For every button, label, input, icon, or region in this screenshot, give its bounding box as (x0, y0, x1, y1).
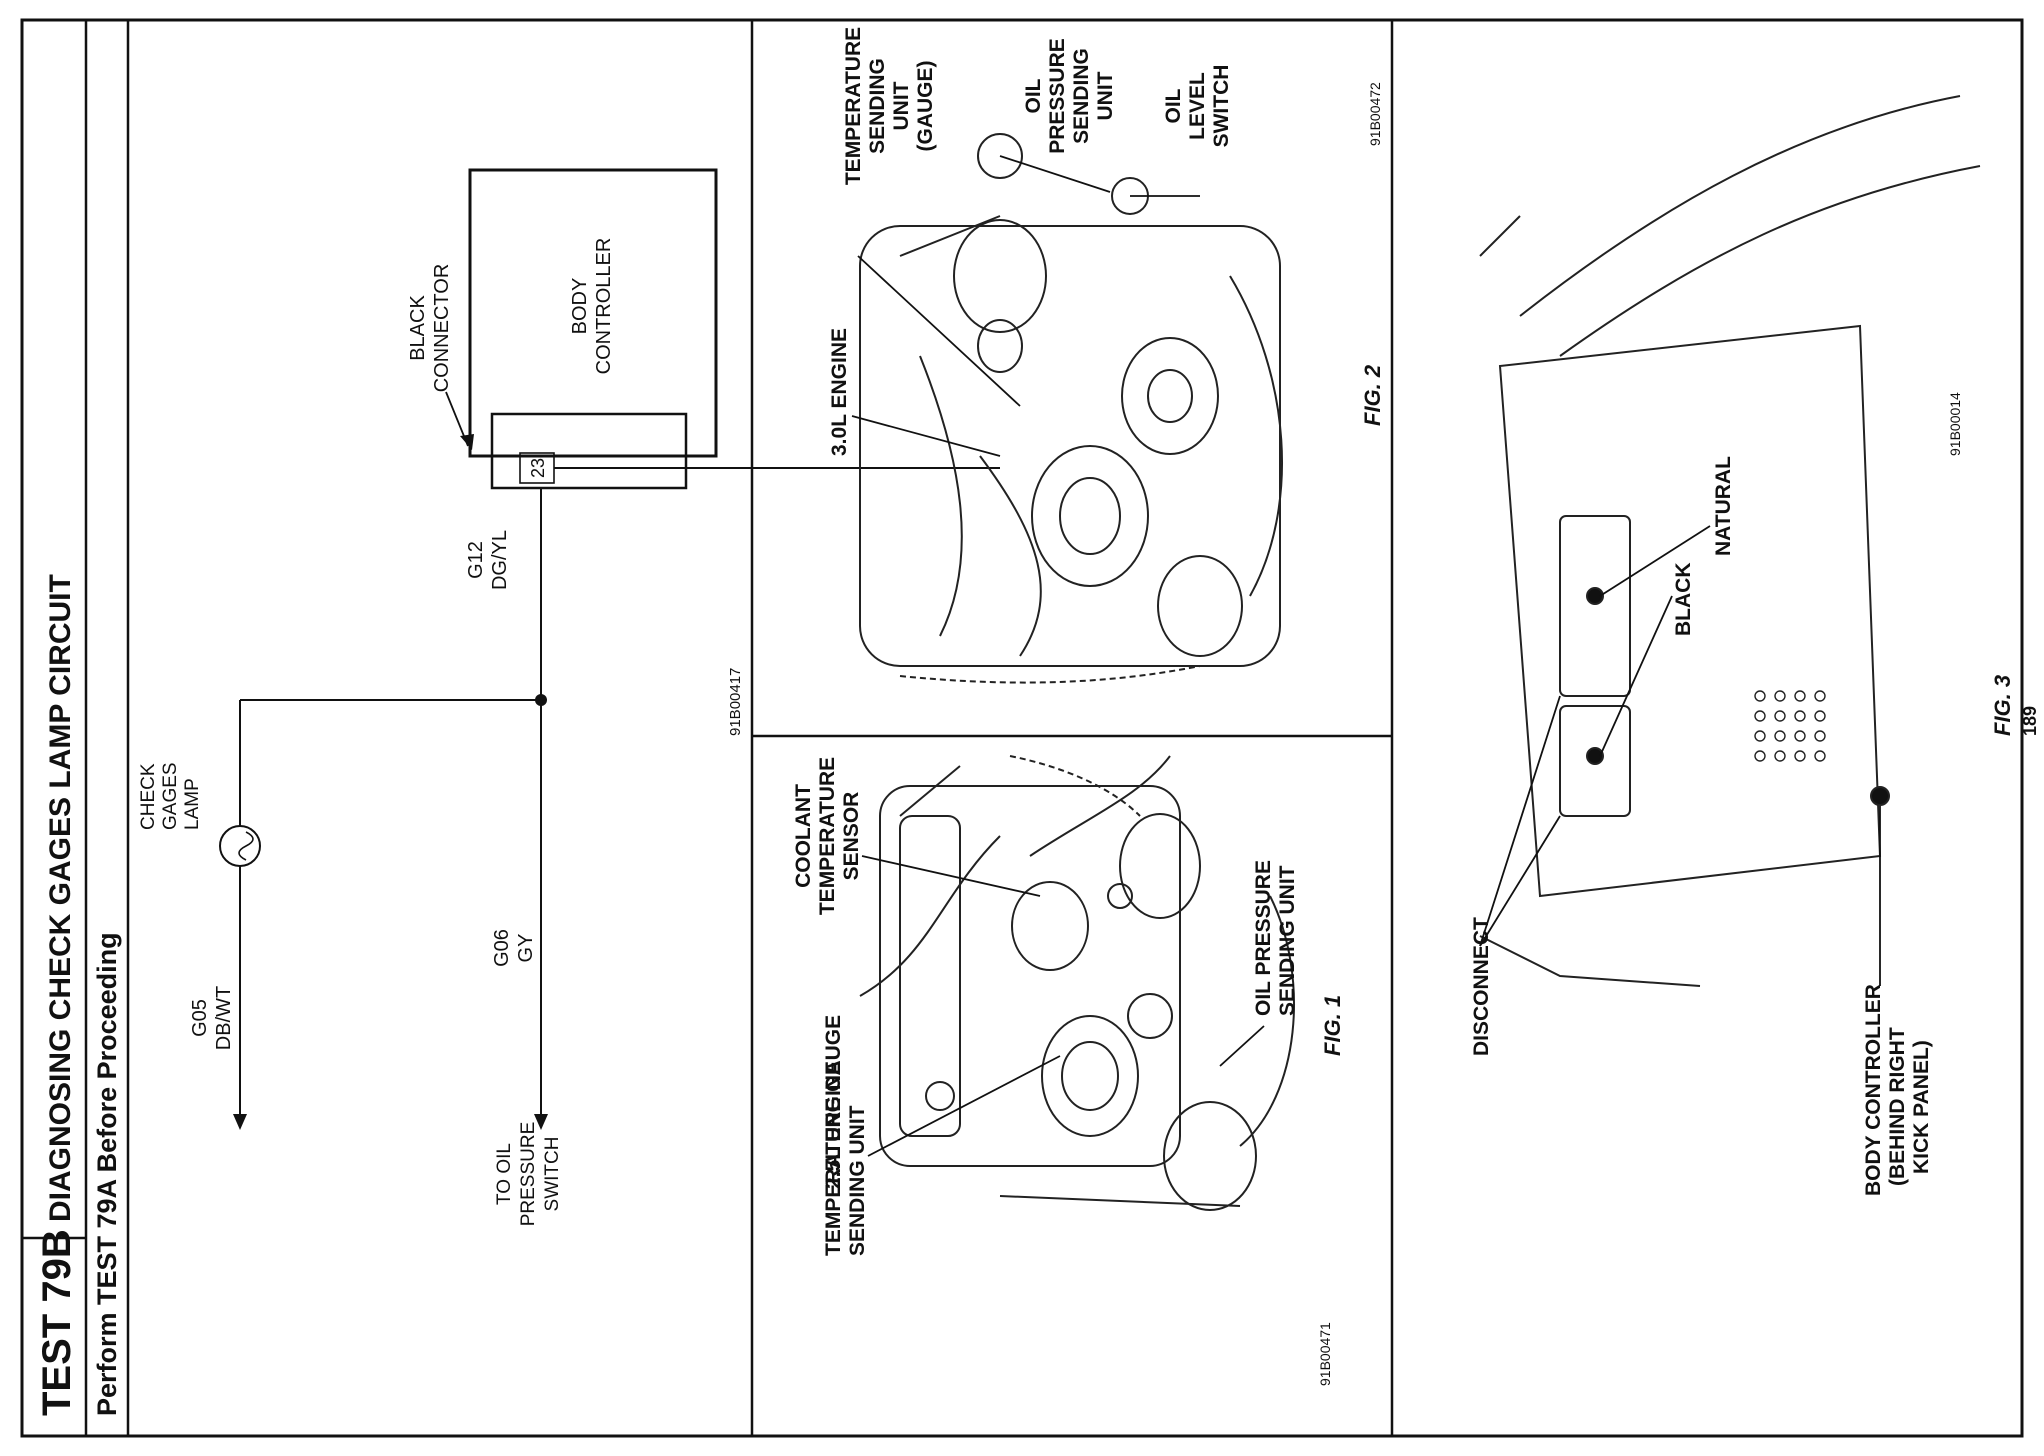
fig1-temp-leader (867, 1055, 1061, 1157)
page-border (20, 18, 2024, 1438)
fig2-oilp-line1: OIL (1022, 78, 1045, 113)
connector-label-line1: BLACK (407, 295, 429, 361)
lamp-label-line3: LAMP (182, 778, 203, 830)
body-controller-line2: CONTROLLER (593, 238, 615, 375)
fig3-natural-leader (1599, 525, 1711, 597)
fig2-oilp-leader (999, 155, 1111, 193)
fig1-coolant-line1: COOLANT (792, 784, 815, 888)
connector-label-line2: CONNECTOR (431, 264, 453, 393)
wire-g06-color: GY (515, 934, 537, 963)
body-controller-illustration (1479, 95, 1981, 987)
fig2-oillevel-line1: OIL (1162, 88, 1185, 123)
schematic: 23 BODY CONTROLLER BLACK CONNECTOR G12 D… (138, 168, 1000, 1227)
wire-g05-arrow (233, 1114, 247, 1130)
lamp-label-line1: CHECK (138, 763, 159, 830)
fig1-engine-label: 2.5L ENGINE (822, 1061, 845, 1189)
lamp-label-line2: GAGES (160, 762, 181, 830)
fig3-black-label: BLACK (1672, 563, 1695, 637)
fig3-disconnect-leader-1 (1479, 815, 1561, 947)
fig3-natural-label: NATURAL (1712, 456, 1735, 556)
fig2-temp-leader (857, 255, 1021, 407)
fig3-body-line3: KICK PANEL) (1910, 1040, 1933, 1174)
fig2-oillevel-line3: SWITCH (1210, 65, 1233, 148)
fig1-oil-pressure-line2: SENDING UNIT (1276, 865, 1299, 1016)
rotated-page: TEST 79B DIAGNOSING CHECK GAGES LAMP CIR… (20, 18, 2040, 1438)
fig2-oillevel-line2: LEVEL (1186, 72, 1209, 140)
fig1-coolant-line3: SENSOR (840, 792, 863, 881)
fig3-body-line2: (BEHIND RIGHT (1886, 1027, 1909, 1186)
fig3-disconnect-leader-2 (1479, 695, 1561, 947)
fig3-body-line1: BODY CONTROLLER (1862, 984, 1885, 1196)
oil-switch-line2: PRESSURE (518, 1122, 539, 1227)
check-gages-lamp (219, 825, 261, 867)
pin-23-label: 23 (528, 458, 548, 478)
fig2-caption: FIG. 2 (1360, 364, 1385, 426)
figure-2: 3.0L ENGINE TEMPERATURE SENDING UNIT (GA… (828, 27, 1385, 684)
fig1-oil-leader (1219, 1025, 1265, 1067)
fig1-coolant-line2: TEMPERATURE (816, 757, 839, 915)
test-id: TEST 79B (35, 1229, 79, 1416)
connector-arrowhead (460, 434, 474, 450)
fig1-ref: 91B00471 (1317, 1322, 1333, 1386)
fig3-caption: FIG. 3 (1990, 675, 2015, 736)
fig3-black-leader (1599, 595, 1673, 757)
body-controller-line1: BODY (569, 278, 591, 335)
fig1-temp-gauge-line2: SENDING UNIT (846, 1105, 869, 1256)
fig3-ref: 91B00014 (1947, 392, 1963, 456)
fig1-oil-pressure-line1: OIL PRESSURE (1252, 860, 1275, 1016)
oil-switch-line3: SWITCH (542, 1137, 563, 1212)
engine-25-illustration (859, 755, 1295, 1211)
fig1-caption: FIG. 1 (1320, 995, 1345, 1056)
wire-g12-color: DG/YL (489, 530, 511, 590)
fig1-temp-gauge-line1: TEMPERATURE GAUGE (822, 1015, 845, 1256)
page-title: DIAGNOSING CHECK GAGES LAMP CIRCUIT (44, 574, 77, 1222)
fig2-temp-line4: (GAUGE) (914, 61, 937, 152)
body-controller-box (468, 168, 718, 458)
wire-g12-code: G12 (465, 541, 487, 579)
fig2-oilp-line3: SENDING (1070, 48, 1093, 144)
fig2-temp-line3: UNIT (890, 81, 913, 130)
schematic-ref: 91B00417 (727, 668, 744, 736)
fig2-engine-leader (851, 415, 1001, 457)
figure-1: 2.5L ENGINE COOLANT TEMPERATURE SENSOR O… (792, 755, 1345, 1386)
engine-30-illustration (859, 133, 1283, 684)
fig2-ref: 91B00472 (1367, 82, 1383, 146)
fig2-oilp-line2: PRESSURE (1046, 38, 1069, 154)
lamp-filament (238, 831, 254, 861)
fig3-disconnect-label: DISCONNECT (1470, 917, 1493, 1056)
wire-g06-arrow (534, 1114, 548, 1130)
wire-g05-code: G05 (189, 999, 211, 1037)
figure-3: DISCONNECT BLACK NATURAL BODY CONTROLLER… (1470, 95, 2040, 1196)
wire-g06-code: G06 (491, 929, 513, 967)
fig2-temp-line1: TEMPERATURE (842, 27, 865, 185)
page-number: 189 (2020, 706, 2040, 736)
fig2-temp-line2: SENDING (866, 58, 889, 154)
page-subtitle: Perform TEST 79A Before Proceeding (92, 932, 122, 1416)
fig2-engine-label: 3.0L ENGINE (828, 328, 851, 456)
wire-g05-color: DB/WT (213, 986, 235, 1050)
oil-switch-line1: TO OIL (494, 1143, 515, 1205)
fig2-oilp-line4: UNIT (1094, 71, 1117, 120)
fig1-coolant-leader (861, 855, 1041, 897)
black-connector (490, 412, 688, 490)
